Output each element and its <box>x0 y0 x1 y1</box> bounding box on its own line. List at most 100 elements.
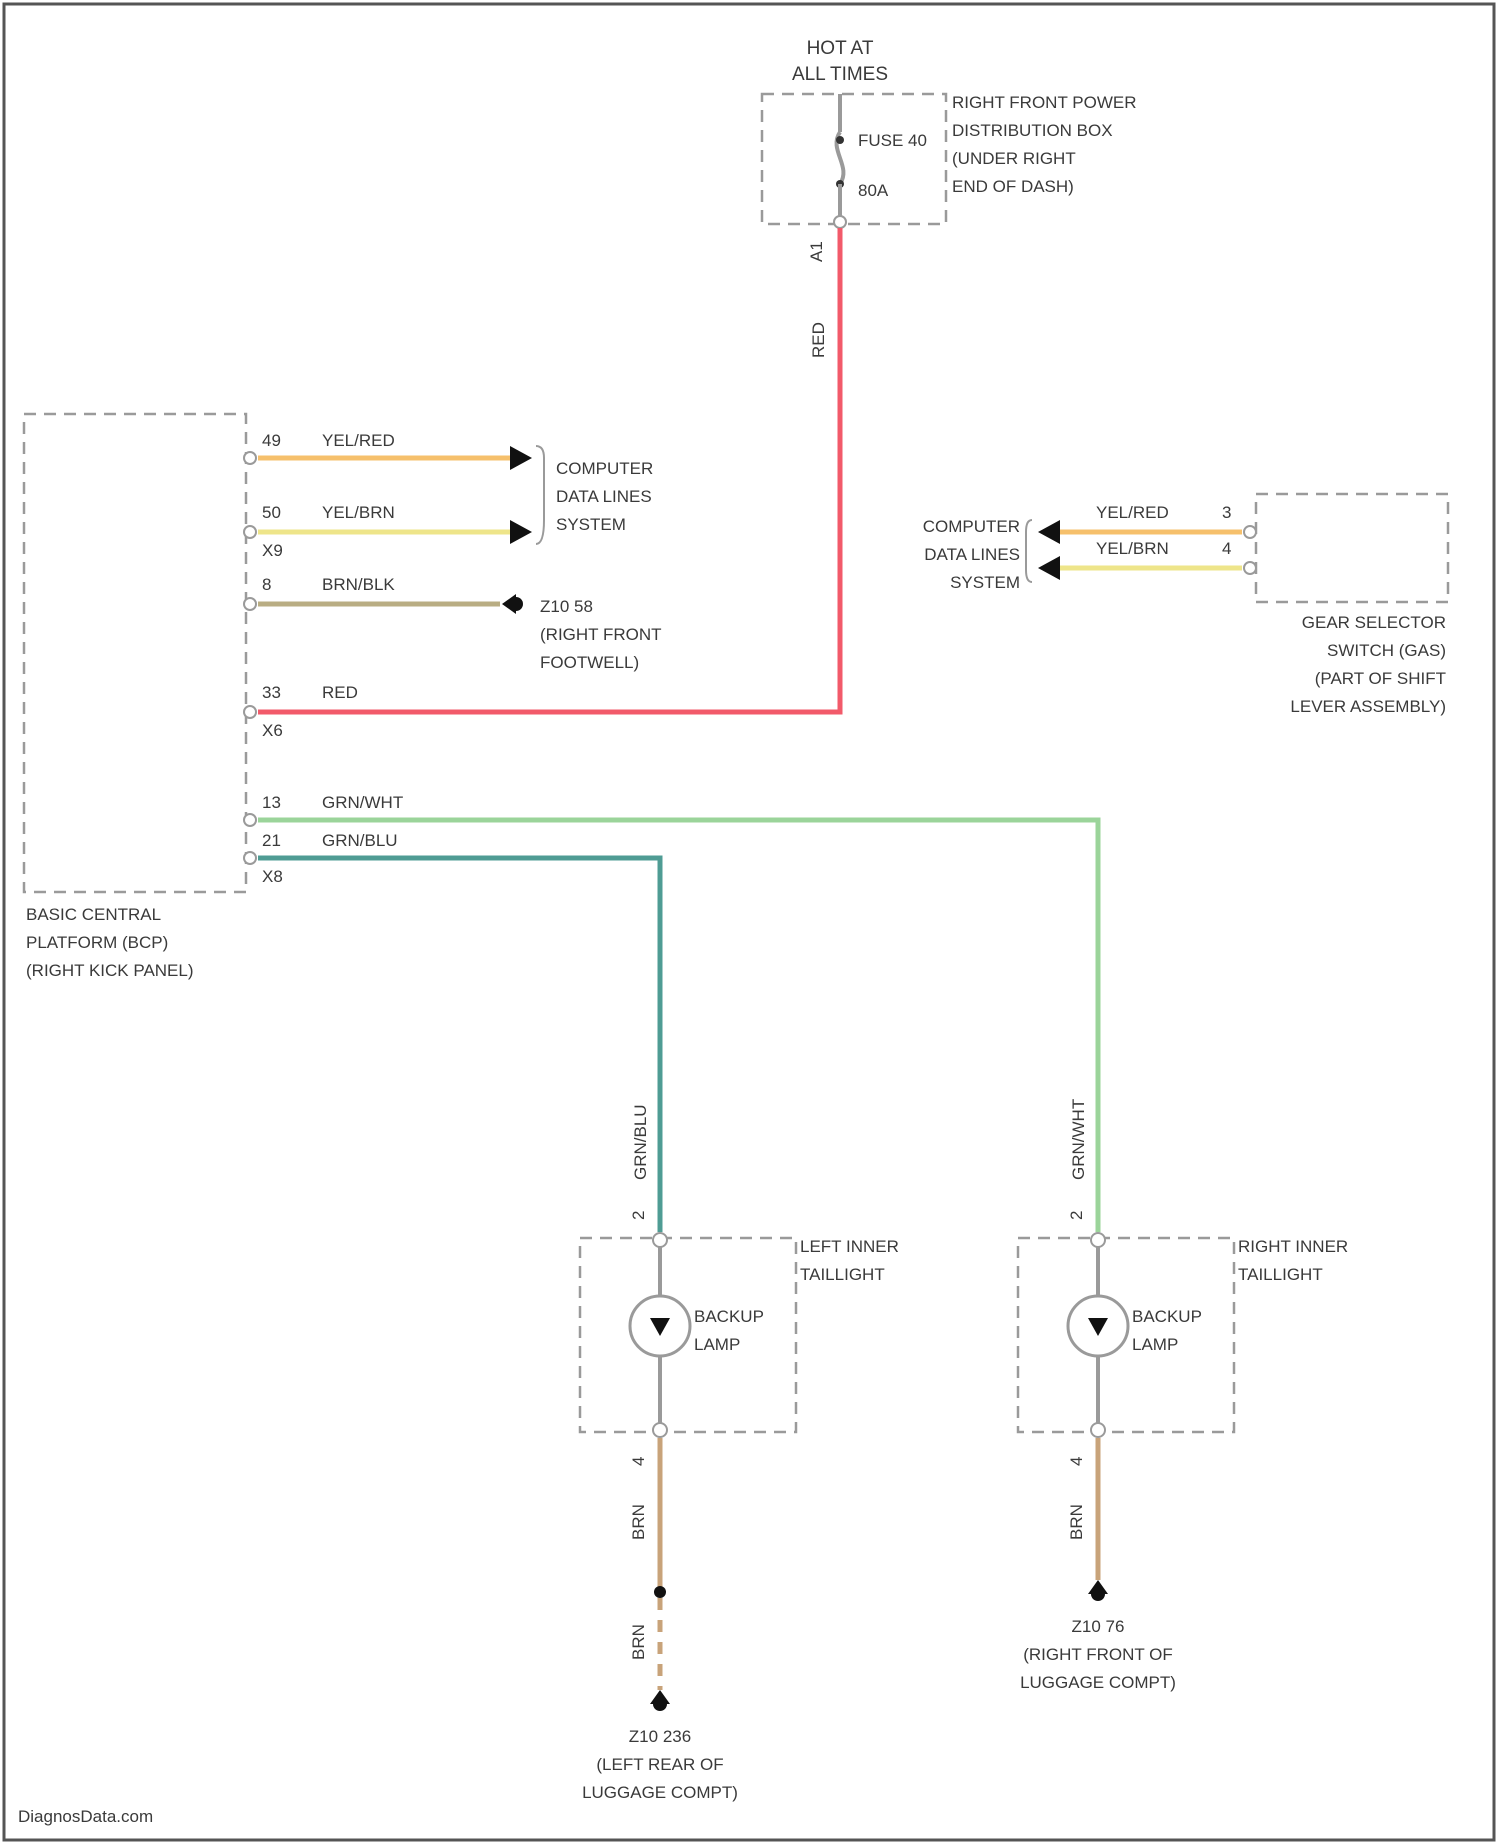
ground-g3-dot <box>1091 1587 1105 1601</box>
left-wire-bottom-color: BRN <box>629 1504 648 1540</box>
ground-g1: Z10 58 (RIGHT FRONT FOOTWELL) <box>540 597 662 672</box>
fuse-box-name-2: DISTRIBUTION BOX <box>952 121 1113 140</box>
left-pin-bottom <box>653 1423 667 1437</box>
arrow-yel-red <box>510 446 532 470</box>
right-lamp-name-1: BACKUP <box>1132 1307 1202 1326</box>
right-pin-bottom-label: 4 <box>1067 1457 1086 1466</box>
ground-g2-line2: LUGGAGE COMPT) <box>582 1783 738 1802</box>
bcp-pin-num-13: 13 <box>262 793 281 812</box>
gear-pin-num-3: 3 <box>1222 503 1231 522</box>
page-frame <box>4 4 1494 1840</box>
left-wire-top-color: GRN/BLU <box>631 1104 650 1180</box>
data-lines-right-1: COMPUTER <box>923 517 1020 536</box>
wire-grn-wht <box>258 820 1098 1232</box>
right-lamp-name-2: LAMP <box>1132 1335 1178 1354</box>
ground-g2-id: Z10 236 <box>629 1727 691 1746</box>
bcp-pin-num-50: 50 <box>262 503 281 522</box>
left-pin-top <box>653 1233 667 1247</box>
ground-g1-dot <box>509 597 523 611</box>
gear-pin-4 <box>1244 562 1256 574</box>
gear-switch-name-2: SWITCH (GAS) <box>1327 641 1446 660</box>
ground-g3-line1: (RIGHT FRONT OF <box>1023 1645 1173 1664</box>
left-splice-dot <box>654 1586 666 1598</box>
right-pin-bottom <box>1091 1423 1105 1437</box>
right-wire-bottom-color: BRN <box>1067 1504 1086 1540</box>
gear-wire-4: YEL/BRN <box>1096 539 1169 558</box>
ground-g3-id: Z10 76 <box>1072 1617 1125 1636</box>
data-lines-left-bracket <box>536 446 544 544</box>
fuse-box-name-3: (UNDER RIGHT <box>952 149 1076 168</box>
ground-g3: Z10 76 (RIGHT FRONT OF LUGGAGE COMPT) <box>1020 1617 1176 1692</box>
bcp-name-3: (RIGHT KICK PANEL) <box>26 961 194 980</box>
arrow-right-yel-brn <box>1038 556 1060 580</box>
gear-switch-outline <box>1256 494 1448 602</box>
left-taillight-name-2: TAILLIGHT <box>800 1265 885 1284</box>
fuse-box-name-4: END OF DASH) <box>952 177 1074 196</box>
ground-g2-line1: (LEFT REAR OF <box>596 1755 723 1774</box>
ground-g1-line2: FOOTWELL) <box>540 653 639 672</box>
data-lines-right-2: DATA LINES <box>924 545 1020 564</box>
left-taillight: GRN/BLU 2 LEFT INNER TAILLIGHT BACKUP LA… <box>580 1104 899 1711</box>
bcp-pin-50 <box>244 526 256 538</box>
data-lines-right-bracket <box>1026 520 1032 582</box>
bcp-pin-33 <box>244 706 256 718</box>
right-taillight: GRN/WHT 2 RIGHT INNER TAILLIGHT BACKUP L… <box>1018 1099 1348 1601</box>
data-lines-left-1: COMPUTER <box>556 459 653 478</box>
right-pin-top-label: 2 <box>1067 1211 1086 1220</box>
wire-grn-blu <box>258 858 660 1232</box>
bcp-pin-49 <box>244 452 256 464</box>
data-lines-right: COMPUTER DATA LINES SYSTEM <box>923 517 1032 592</box>
fuse-box-name-1: RIGHT FRONT POWER <box>952 93 1137 112</box>
data-lines-left-2: DATA LINES <box>556 487 652 506</box>
bcp-conn-x6: X6 <box>262 721 283 740</box>
left-lamp-name-2: LAMP <box>694 1335 740 1354</box>
bcp-wire-21: GRN/BLU <box>322 831 398 850</box>
bcp-pin-21 <box>244 852 256 864</box>
ground-g3-line2: LUGGAGE COMPT) <box>1020 1673 1176 1692</box>
left-pin-bottom-label: 4 <box>629 1457 648 1466</box>
fuse-rating: 80A <box>858 181 889 200</box>
arrow-yel-brn <box>510 520 532 544</box>
bcp-name-1: BASIC CENTRAL <box>26 905 161 924</box>
gear-switch-name-1: GEAR SELECTOR <box>1302 613 1446 632</box>
bcp-name-2: PLATFORM (BCP) <box>26 933 168 952</box>
hot-label-2: ALL TIMES <box>792 64 888 85</box>
left-lamp-name-1: BACKUP <box>694 1307 764 1326</box>
left-pin-top-label: 2 <box>629 1211 648 1220</box>
bcp-pin-num-33: 33 <box>262 683 281 702</box>
gear-wire-3: YEL/RED <box>1096 503 1169 522</box>
gear-pin-num-4: 4 <box>1222 539 1231 558</box>
fuse-box: HOT AT ALL TIMES FUSE 40 80A RIGHT FRONT… <box>762 38 1137 358</box>
gear-switch-name-4: LEVER ASSEMBLY) <box>1290 697 1446 716</box>
bcp-pin-8 <box>244 598 256 610</box>
data-lines-left-3: SYSTEM <box>556 515 626 534</box>
bcp-pin-13 <box>244 814 256 826</box>
bcp-outline <box>24 414 246 892</box>
gear-pin-3 <box>1244 526 1256 538</box>
gear-switch-name-3: (PART OF SHIFT <box>1315 669 1446 688</box>
ground-g1-line1: (RIGHT FRONT <box>540 625 662 644</box>
fuse-box-outline <box>762 94 946 224</box>
bcp-module: 49 YEL/RED 50 YEL/BRN X9 8 BRN/BLK 33 RE… <box>24 414 403 980</box>
bcp-wire-13: GRN/WHT <box>322 793 403 812</box>
watermark: DiagnosData.com <box>18 1807 153 1826</box>
fuse-pin-a1 <box>834 216 846 228</box>
bcp-wire-49: YEL/RED <box>322 431 395 450</box>
bcp-conn-x8: X8 <box>262 867 283 886</box>
bcp-conn-x9: X9 <box>262 541 283 560</box>
left-wire-bottom-color-2: BRN <box>629 1624 648 1660</box>
bcp-wire-33: RED <box>322 683 358 702</box>
ground-g2: Z10 236 (LEFT REAR OF LUGGAGE COMPT) <box>582 1727 738 1802</box>
data-lines-left: COMPUTER DATA LINES SYSTEM <box>536 446 653 544</box>
fuse-pin-label: A1 <box>807 241 826 262</box>
bcp-pin-num-21: 21 <box>262 831 281 850</box>
bcp-pin-num-8: 8 <box>262 575 271 594</box>
data-lines-right-3: SYSTEM <box>950 573 1020 592</box>
right-taillight-name-2: TAILLIGHT <box>1238 1265 1323 1284</box>
right-wire-top-color: GRN/WHT <box>1069 1099 1088 1180</box>
bcp-wire-8: BRN/BLK <box>322 575 395 594</box>
bcp-wire-50: YEL/BRN <box>322 503 395 522</box>
hot-label-1: HOT AT <box>807 38 874 59</box>
